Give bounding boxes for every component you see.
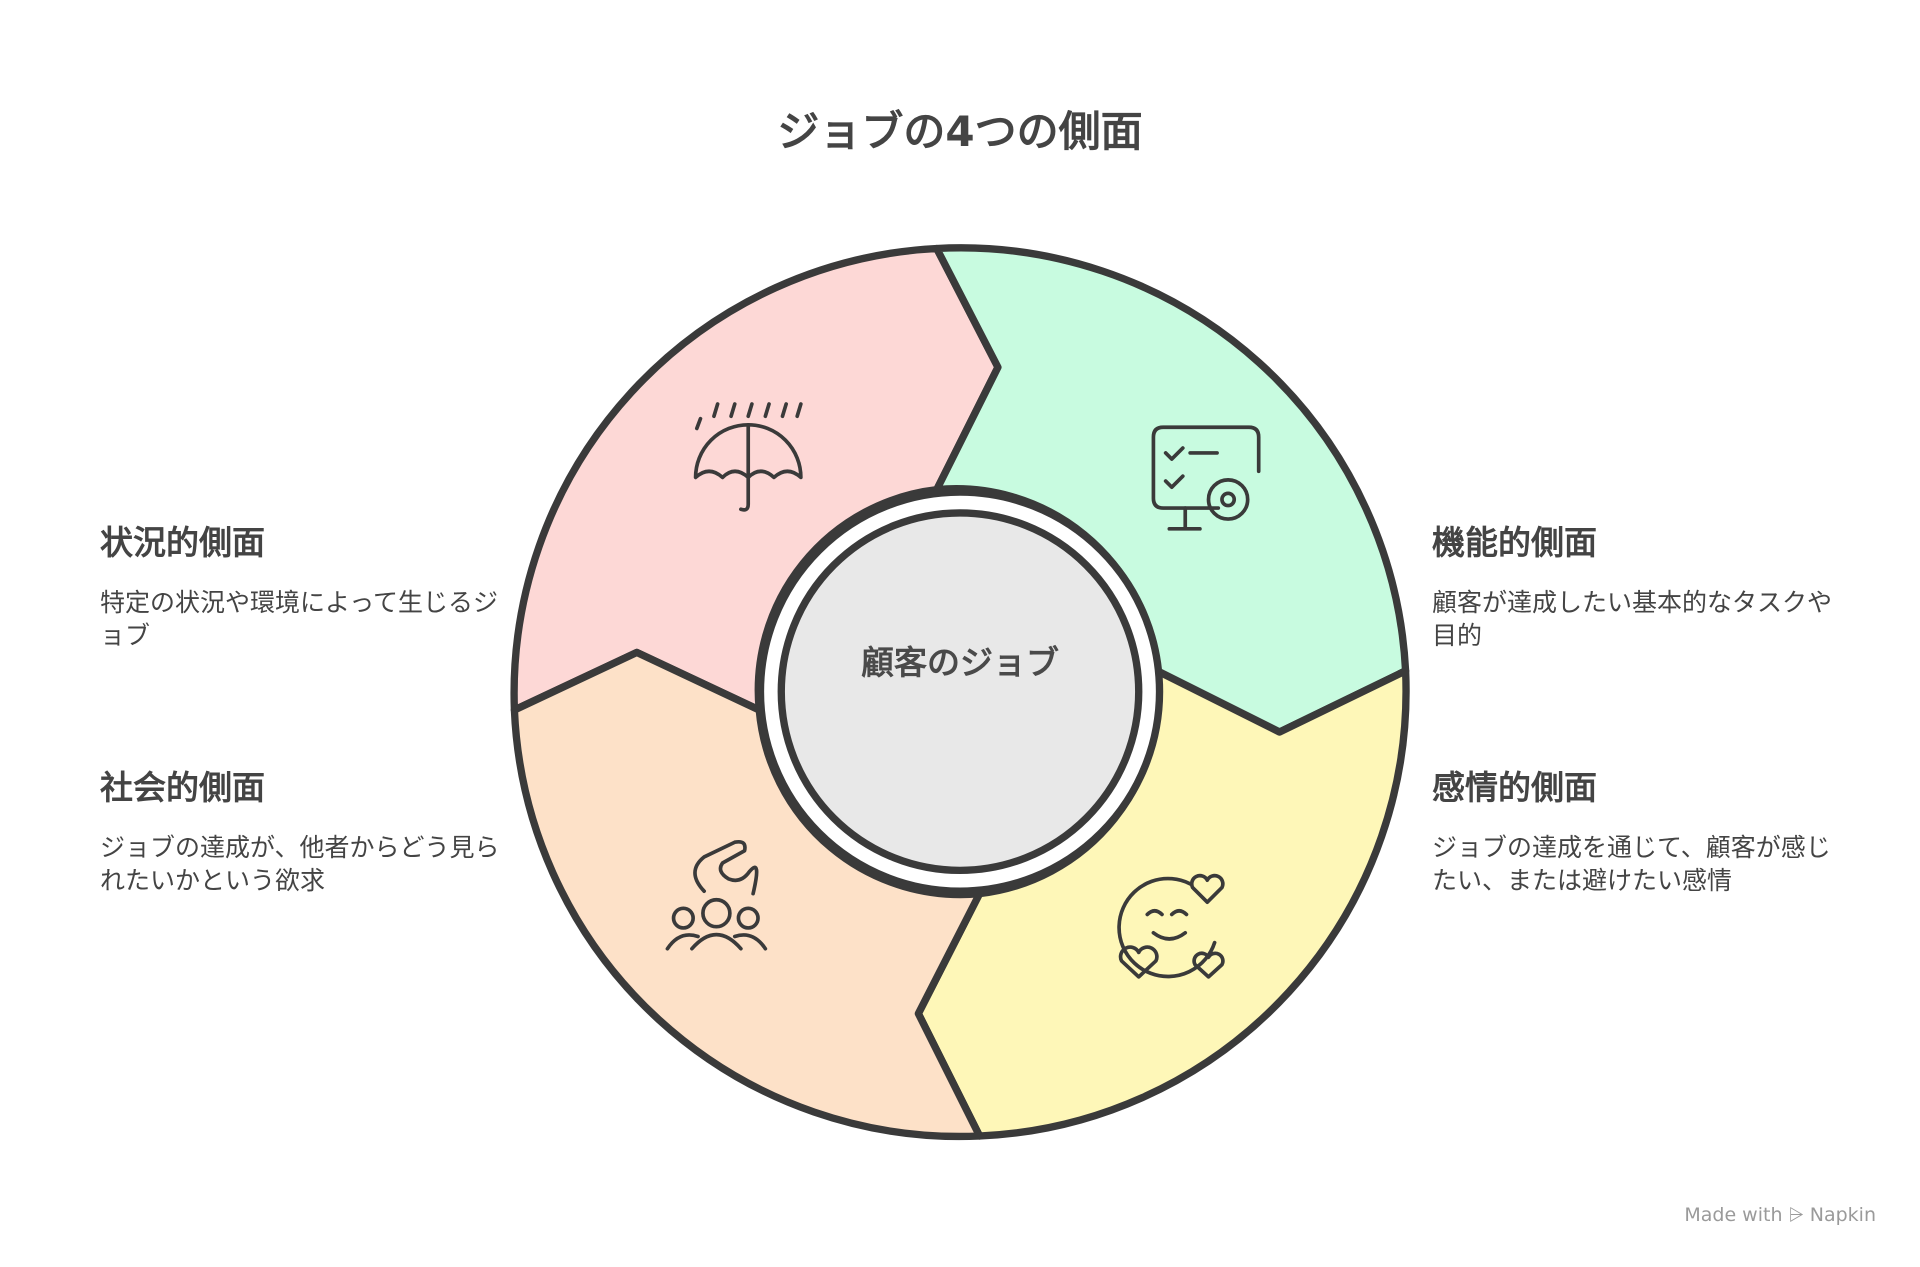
people-hand-icon <box>665 839 768 951</box>
aspect-social: 社会的側面 ジョブの達成が、他者からどう見られたいかという欲求 <box>100 761 500 897</box>
aspect-heading: 機能的側面 <box>1432 523 1597 562</box>
checklist-gear-monitor-icon <box>1151 425 1261 531</box>
aspect-description: 顧客が達成したい基本的なタスクや目的 <box>1432 588 1833 650</box>
umbrella-rain-icon <box>693 402 803 512</box>
aspect-description: 特定の状況や環境によって生じるジョブ <box>100 588 499 650</box>
aspect-situational: 状況的側面 特定の状況や環境によって生じるジョブ <box>100 516 500 652</box>
aspect-description: ジョブの達成を通じて、顧客が感じたい、または避けたい感情 <box>1432 833 1831 895</box>
aspect-heading: 感情的側面 <box>1432 768 1597 807</box>
diagram-title: ジョブの4つの側面 <box>777 107 1143 156</box>
aspect-heading: 社会的側面 <box>100 768 265 807</box>
center-circle <box>777 509 1143 875</box>
smiley-hearts-icon <box>1117 873 1225 979</box>
aspect-description: ジョブの達成が、他者からどう見られたいかという欲求 <box>100 833 500 895</box>
aspect-heading: 状況的側面 <box>100 523 265 562</box>
aspect-emotional: 感情的側面 ジョブの達成を通じて、顧客が感じたい、または避けたい感情 <box>1432 761 1832 897</box>
aspect-functional: 機能的側面 顧客が達成したい基本的なタスクや目的 <box>1432 516 1832 652</box>
center-label: 顧客のジョブ <box>861 643 1059 682</box>
made-with-napkin-footer[interactable]: Made with ⩥ Napkin <box>1684 1204 1876 1226</box>
